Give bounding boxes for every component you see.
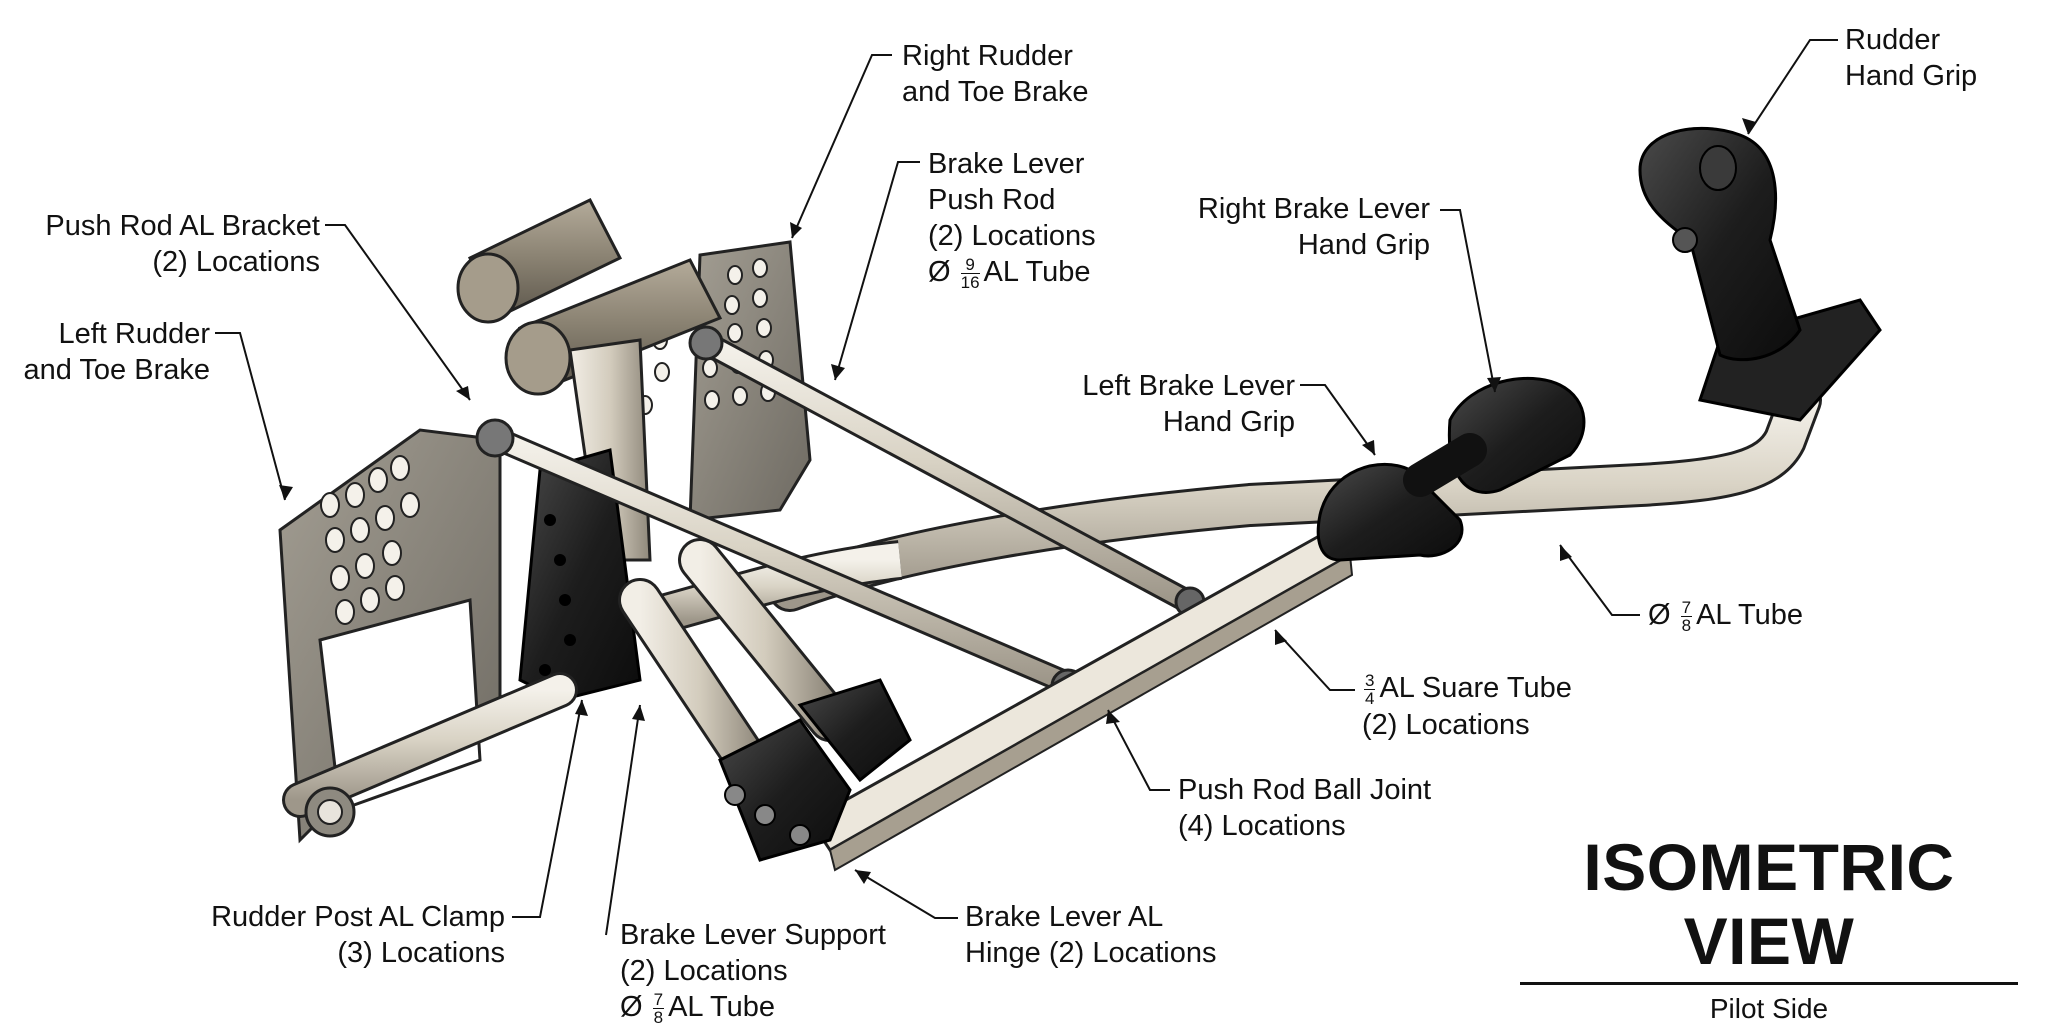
- label-line: (4) Locations: [1178, 810, 1346, 842]
- label-line: (2) Locations: [928, 220, 1096, 252]
- label-line: (2) Locations: [620, 955, 788, 987]
- right-rudder-pedal: [637, 240, 812, 522]
- label-brake-lever-al-hinge: Brake Lever AL Hinge (2) Locations: [965, 899, 1216, 971]
- label-line: Hinge (2) Locations: [965, 937, 1217, 969]
- left-rudder-pedal: [278, 428, 578, 844]
- fraction-denominator: 4: [1365, 688, 1375, 708]
- leader-arrowheads: [279, 118, 1756, 884]
- label-line: Push Rod AL Bracket: [45, 210, 320, 242]
- label-line: and Toe Brake: [902, 76, 1089, 108]
- rudder-hand-grip: [1638, 127, 1882, 422]
- fraction-denominator: 8: [653, 1007, 664, 1027]
- label-line: Rudder Post AL Clamp: [211, 901, 505, 933]
- view-subtitle: Pilot Side: [1709, 993, 1829, 1024]
- view-title: ISOMETRIC VIEW: [1520, 830, 2018, 985]
- fraction-numerator: 9: [960, 256, 980, 274]
- tube-text: AL Tube: [668, 991, 776, 1023]
- label-line: Brake Lever Support: [620, 919, 886, 951]
- label-rudder-post-al-clamp: Rudder Post AL Clamp (3) Locations: [200, 899, 505, 971]
- label-line: Hand Grip: [1845, 60, 1978, 92]
- brake-lever-hand-grips: [1316, 377, 1586, 562]
- label-line: Brake Lever AL: [965, 901, 1164, 933]
- leader-lines: [215, 39, 1838, 936]
- diameter-symbol: Ø: [620, 991, 643, 1023]
- title-block: ISOMETRIC VIEW Pilot Side: [1520, 830, 2018, 1029]
- label-right-brake-lever-hand-grip: Right Brake Lever Hand Grip: [1160, 191, 1430, 263]
- label-push-rod-al-bracket: Push Rod AL Bracket (2) Locations: [20, 208, 320, 280]
- label-right-rudder-toe-brake: Right Rudder and Toe Brake: [902, 38, 1089, 110]
- label-line: Push Rod Ball Joint: [1178, 774, 1432, 806]
- label-rudder-hand-grip: Rudder Hand Grip: [1845, 22, 1977, 94]
- brake-lever-hinges: [718, 678, 912, 862]
- tube-text: AL Tube: [983, 256, 1091, 288]
- fraction-numerator: 7: [652, 989, 665, 1009]
- label-line: Rudder: [1845, 24, 1941, 56]
- label-left-brake-lever-hand-grip: Left Brake Lever Hand Grip: [1040, 368, 1295, 440]
- label-line: (3) Locations: [337, 937, 505, 969]
- diameter-symbol: Ø: [1648, 599, 1671, 631]
- tube-text: AL Tube: [1696, 599, 1804, 631]
- label-line: Left Rudder: [58, 318, 210, 350]
- fraction-denominator: 8: [1681, 615, 1692, 635]
- label-line: Push Rod: [928, 184, 1056, 216]
- label-line: Right Brake Lever: [1197, 193, 1430, 225]
- label-left-rudder-toe-brake: Left Rudder and Toe Brake: [10, 316, 211, 388]
- rudder-post-clamp: [518, 448, 642, 702]
- label-line: and Toe Brake: [23, 354, 211, 386]
- diameter-symbol: Ø: [928, 256, 951, 288]
- label-line: (2) Locations: [152, 246, 320, 278]
- label-line: (2) Locations: [1362, 708, 1530, 741]
- label-line: Right Rudder: [902, 40, 1073, 72]
- fraction-numerator: 7: [1680, 597, 1693, 617]
- label-line: Hand Grip: [1297, 229, 1430, 261]
- tube-text: AL Suare Tube: [1379, 672, 1572, 704]
- label-line: Brake Lever: [928, 148, 1085, 180]
- label-push-rod-ball-joint: Push Rod Ball Joint (4) Locations: [1178, 772, 1431, 844]
- fraction-numerator: 3: [1364, 670, 1376, 690]
- fraction-denominator: 16: [960, 272, 980, 292]
- label-line: Hand Grip: [1162, 406, 1295, 438]
- label-line: Left Brake Lever: [1082, 370, 1295, 402]
